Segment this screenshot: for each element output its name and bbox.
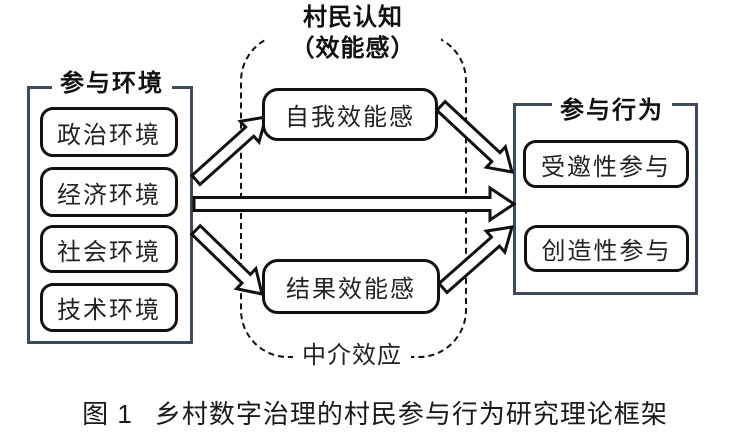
figure-caption-title: 乡村数字治理的村民参与行为研究理论框架 — [154, 399, 668, 429]
env-item-technical: 技术环境 — [40, 283, 178, 332]
arrow-environment-to-outcome-efficacy — [189, 223, 265, 296]
behavior-item-creative-participation: 创造性参与 — [524, 225, 689, 272]
mid-title-line2: （效能感） — [290, 35, 416, 62]
cognition-item-self-efficacy: 自我效能感 — [262, 88, 438, 141]
group-title-participation-environment: 参与环境 — [52, 63, 172, 98]
env-item-economic: 经济环境 — [40, 167, 178, 217]
env-item-social: 社会环境 — [40, 225, 178, 273]
cognition-item-outcome-efficacy: 结果效能感 — [262, 259, 440, 314]
behavior-item-invited-participation: 受邀性参与 — [523, 140, 689, 188]
mid-title-line1: 村民认知 — [303, 4, 403, 31]
env-item-political: 政治环境 — [40, 107, 178, 157]
mediation-effect-label: 中介效应 — [293, 340, 411, 373]
arrow-self-efficacy-to-participation — [434, 99, 515, 174]
arrow-environment-to-participation-direct — [192, 185, 517, 223]
group-title-participation-behavior: 参与行为 — [552, 90, 672, 125]
arrow-outcome-efficacy-to-participation — [436, 225, 515, 295]
figure-caption: 图 1 乡村数字治理的村民参与行为研究理论框架 — [0, 394, 750, 431]
group-title-villager-cognition: 村民认知 （效能感） — [265, 2, 441, 66]
figure-caption-label: 图 1 — [82, 399, 133, 429]
arrow-environment-to-self-efficacy — [189, 115, 269, 187]
